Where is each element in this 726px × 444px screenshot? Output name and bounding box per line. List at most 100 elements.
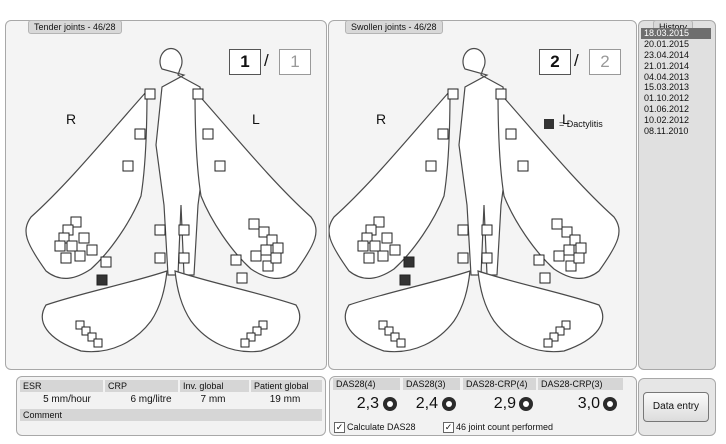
joint-marker[interactable]: [495, 88, 507, 100]
joint-marker[interactable]: [272, 242, 284, 254]
joint-marker[interactable]: [178, 252, 190, 264]
joint-marker[interactable]: [75, 320, 85, 330]
joint-marker[interactable]: [78, 232, 90, 244]
joint-marker[interactable]: [555, 326, 565, 336]
history-item[interactable]: 01.06.2012: [644, 104, 690, 115]
joint-marker[interactable]: [533, 254, 545, 266]
joint-marker[interactable]: [192, 88, 204, 100]
joint-marker[interactable]: [236, 272, 248, 284]
history-item[interactable]: 20.01.2015: [644, 38, 690, 49]
joint-marker[interactable]: [230, 254, 242, 266]
joint-marker[interactable]: [381, 232, 393, 244]
inv-global-value[interactable]: 7 mm: [200, 394, 226, 405]
joint-marker[interactable]: [551, 218, 563, 230]
joint-marker[interactable]: [250, 250, 262, 262]
joint-marker[interactable]: [517, 160, 529, 172]
joint-marker[interactable]: [390, 332, 400, 342]
joint-marker[interactable]: [100, 256, 112, 268]
joint-marker[interactable]: [399, 274, 411, 286]
data-entry-button[interactable]: Data entry: [643, 392, 709, 422]
left-foot-outline: [477, 270, 604, 353]
joint-marker[interactable]: [481, 224, 493, 236]
joint-marker[interactable]: [384, 326, 394, 336]
das28-crp4-target-icon[interactable]: [519, 397, 533, 411]
joint-marker[interactable]: [561, 226, 573, 238]
joint-marker[interactable]: [262, 260, 274, 272]
joint-marker[interactable]: [122, 160, 134, 172]
history-item[interactable]: 08.11.2010: [644, 126, 689, 137]
joint-marker[interactable]: [144, 88, 156, 100]
joint-marker[interactable]: [260, 244, 272, 256]
history-item[interactable]: 21.01.2014: [644, 60, 690, 71]
joint-marker[interactable]: [74, 250, 86, 262]
joint-marker[interactable]: [389, 244, 401, 256]
joint-marker[interactable]: [539, 272, 551, 284]
das28-3-target-icon[interactable]: [442, 397, 456, 411]
calculate-das28-checkbox[interactable]: ✓: [334, 422, 345, 433]
joint-marker[interactable]: [437, 128, 449, 140]
joint-marker[interactable]: [81, 326, 91, 336]
joint-marker[interactable]: [70, 216, 82, 228]
joint-marker[interactable]: [565, 260, 577, 272]
joint-marker[interactable]: [87, 332, 97, 342]
joint-marker[interactable]: [96, 274, 108, 286]
joint-marker[interactable]: [248, 218, 260, 230]
history-item[interactable]: 15.03.2013: [644, 82, 690, 93]
das28-crp3-target-icon[interactable]: [603, 397, 617, 411]
joint-marker[interactable]: [134, 128, 146, 140]
crp-value[interactable]: 6 mg/litre: [130, 394, 172, 405]
history-item[interactable]: 01.10.2012: [644, 93, 690, 104]
joint-marker[interactable]: [575, 242, 587, 254]
joint-marker[interactable]: [178, 224, 190, 236]
joint-marker[interactable]: [202, 128, 214, 140]
joint-marker[interactable]: [403, 256, 415, 268]
comment-field[interactable]: [20, 422, 322, 432]
joint-marker[interactable]: [553, 250, 565, 262]
joint-marker[interactable]: [549, 332, 559, 342]
joint-marker[interactable]: [378, 320, 388, 330]
patient-global-value[interactable]: 19 mm: [269, 394, 301, 405]
joint-marker[interactable]: [93, 338, 103, 348]
joint-marker[interactable]: [258, 226, 270, 238]
history-item[interactable]: 10.02.2012: [644, 115, 690, 126]
joint-marker[interactable]: [270, 252, 282, 264]
joint-marker[interactable]: [54, 240, 66, 252]
joint-marker[interactable]: [60, 252, 72, 264]
joint-marker[interactable]: [543, 338, 553, 348]
joint-marker[interactable]: [214, 160, 226, 172]
joint-marker[interactable]: [252, 326, 262, 336]
history-item[interactable]: 04.04.2013: [644, 71, 690, 82]
joint-marker[interactable]: [66, 240, 78, 252]
tender-body-diagram[interactable]: [6, 21, 326, 369]
joint-marker[interactable]: [561, 320, 571, 330]
joint-marker[interactable]: [481, 252, 493, 264]
joint-marker[interactable]: [258, 320, 268, 330]
joint-marker[interactable]: [86, 244, 98, 256]
joint-marker[interactable]: [246, 332, 256, 342]
joint-marker[interactable]: [377, 250, 389, 262]
swollen-body-diagram[interactable]: [329, 21, 636, 369]
joint-marker[interactable]: [357, 240, 369, 252]
joint-marker[interactable]: [266, 234, 278, 246]
joint-marker[interactable]: [573, 252, 585, 264]
joint-marker[interactable]: [396, 338, 406, 348]
joint-marker[interactable]: [457, 224, 469, 236]
history-item[interactable]: 23.04.2014: [644, 49, 690, 60]
joint-marker[interactable]: [569, 234, 581, 246]
joint-count-46-checkbox[interactable]: ✓: [443, 422, 454, 433]
joint-marker[interactable]: [154, 224, 166, 236]
joint-marker[interactable]: [505, 128, 517, 140]
joint-marker[interactable]: [425, 160, 437, 172]
das28-4-target-icon[interactable]: [383, 397, 397, 411]
joint-marker[interactable]: [369, 240, 381, 252]
joint-marker[interactable]: [563, 244, 575, 256]
joint-marker[interactable]: [447, 88, 459, 100]
joint-marker[interactable]: [373, 216, 385, 228]
esr-value[interactable]: 5 mm/hour: [43, 394, 91, 405]
joint-marker[interactable]: [457, 252, 469, 264]
joint-marker[interactable]: [240, 338, 250, 348]
joint-marker[interactable]: [363, 252, 375, 264]
joint-marker[interactable]: [154, 252, 166, 264]
history-item[interactable]: 18.03.2015: [641, 28, 711, 39]
